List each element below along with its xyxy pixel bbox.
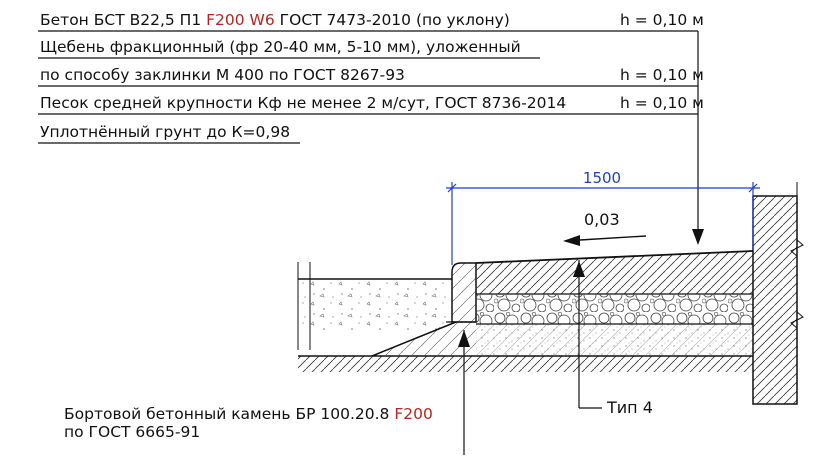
spec-line-1: Бетон БСТ В22,5 П1 F200 W6 ГОСТ 7473-201… bbox=[40, 11, 510, 29]
left-pavement bbox=[297, 262, 452, 350]
subgrade-soil bbox=[298, 321, 753, 372]
curb-callout: Бортовой бетонный камень БР 100.20.8 F20… bbox=[64, 330, 470, 455]
spec-thickness-1: h = 0,10 м bbox=[620, 11, 704, 29]
slope-label: 0,03 bbox=[584, 210, 620, 229]
spec-thickness-3: h = 0,10 м bbox=[620, 66, 704, 84]
layer-specification: Бетон БСТ В22,5 П1 F200 W6 ГОСТ 7473-201… bbox=[38, 11, 704, 245]
slope-indicator: 0,03 bbox=[563, 210, 647, 246]
layer-gravel bbox=[476, 294, 753, 325]
spec-line-5: Уплотнённый грунт до К=0,98 bbox=[40, 123, 290, 141]
slope-arrow-icon bbox=[563, 235, 580, 246]
leader-arrow bbox=[692, 229, 704, 245]
curb-label-line1: Бортовой бетонный камень БР 100.20.8 F20… bbox=[64, 405, 433, 423]
spec-underlines bbox=[38, 30, 698, 144]
spec-thickness-4: h = 0,10 м bbox=[620, 94, 704, 112]
type-label: Тип 4 bbox=[606, 398, 653, 417]
dimension-1500 bbox=[446, 182, 760, 265]
layer-sand bbox=[476, 324, 753, 356]
retaining-wall bbox=[752, 182, 804, 405]
type-callout: Тип 4 bbox=[573, 260, 653, 417]
spec-line-3: по способу заклинки М 400 по ГОСТ 8267-9… bbox=[40, 66, 405, 84]
curb-stone bbox=[446, 262, 477, 323]
layer-concrete bbox=[475, 250, 754, 295]
spec-line-2: Щебень фракционный (фр 20-40 мм, 5-10 мм… bbox=[40, 38, 521, 56]
spec-line-4: Песок средней крупности Кф не менее 2 м/… bbox=[40, 94, 566, 112]
curb-label-line2: по ГОСТ 6665-91 bbox=[64, 423, 200, 441]
dimension-label: 1500 bbox=[583, 169, 621, 187]
